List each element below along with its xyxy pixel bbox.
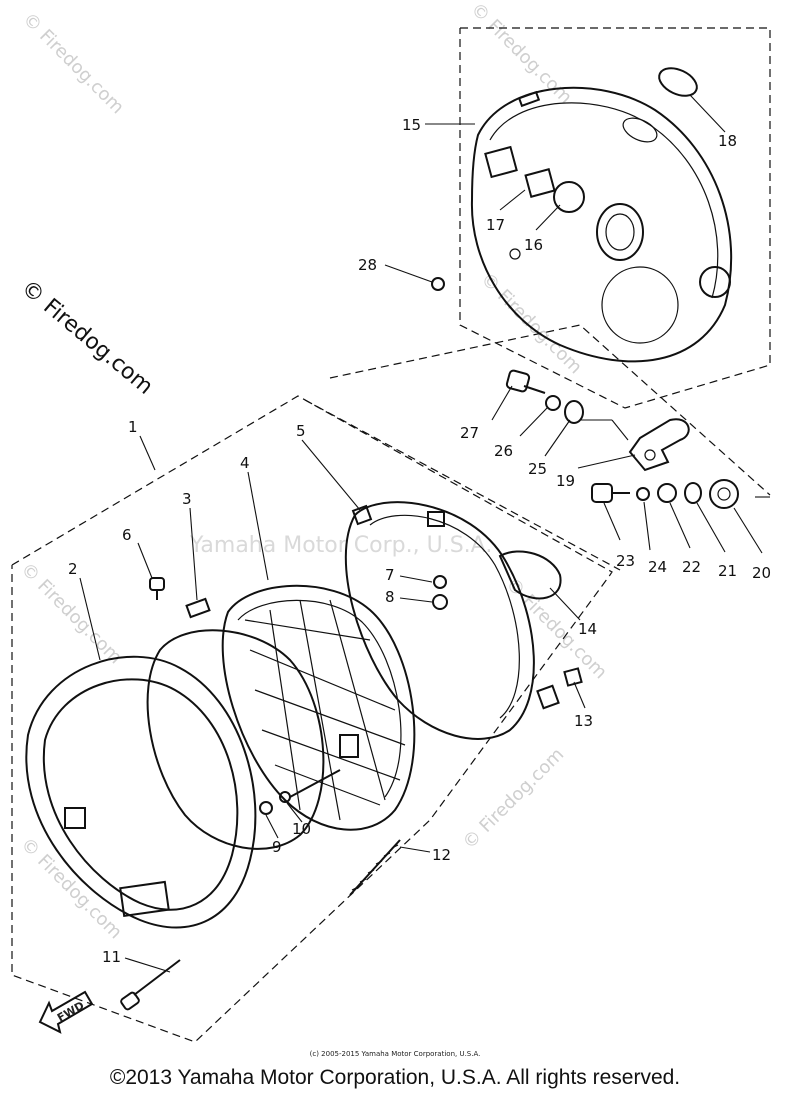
fwd-arrow: FWD [38,990,94,1034]
label-18: 18 [718,132,737,150]
label-7: 7 [385,566,395,584]
footer-copyright: ©2013 Yamaha Motor Corporation, U.S.A. A… [109,1066,681,1089]
label-20: 20 [752,564,771,582]
label-23: 23 [616,552,635,570]
watermark-7: © Firedog.com [459,744,569,854]
label-4: 4 [240,454,250,472]
label-5: 5 [296,422,306,440]
label-13: 13 [574,712,593,730]
watermark-main: © Firedog.com [16,275,157,399]
label-28: 28 [358,256,377,274]
headlight-housing [470,67,733,363]
label-6: 6 [122,526,132,544]
mount-group-box [329,324,771,496]
label-26: 26 [494,442,513,460]
watermark-1: © Firedog.com [18,9,128,119]
label-24: 24 [648,558,667,576]
label-15: 15 [402,116,421,134]
headlight-body [344,501,562,740]
watermark-6: © Firedog.com [16,834,126,944]
watermark-4: © Firedog.com [476,269,586,379]
label-25: 25 [528,460,547,478]
label-14: 14 [578,620,597,638]
part-labels: 1 2 3 4 5 6 7 8 9 10 11 12 13 14 15 16 1… [68,116,771,966]
label-8: 8 [385,588,395,606]
watermark-2: © Firedog.com [466,0,576,108]
headlight-group-box [11,395,613,1043]
label-11: 11 [102,948,121,966]
label-9: 9 [272,838,282,856]
small-copyright: (c) 2005-2015 Yamaha Motor Corporation, … [310,1050,481,1058]
assembly-boundaries [11,27,771,1043]
fwd-label: FWD [55,999,86,1025]
label-12: 12 [432,846,451,864]
mounting-ring [146,597,325,850]
label-3: 3 [182,490,192,508]
bezel-rim [25,655,257,929]
mount-hardware [431,277,739,509]
yamaha-watermark: Yamaha Motor Corp., U.S.A. [189,533,492,558]
housing-group-box [459,27,771,409]
leader-lines [79,94,770,973]
watermarks: © Firedog.com © Firedog.com © Firedog.co… [16,0,611,943]
lens-group-box [304,399,621,571]
label-19: 19 [556,472,575,490]
label-22: 22 [682,558,701,576]
label-2: 2 [68,560,78,578]
sealed-beam [221,584,416,831]
label-17: 17 [486,216,505,234]
label-16: 16 [524,236,543,254]
label-1: 1 [128,418,138,436]
fasteners [120,577,583,1011]
label-21: 21 [718,562,737,580]
label-27: 27 [460,424,479,442]
label-10: 10 [292,820,311,838]
